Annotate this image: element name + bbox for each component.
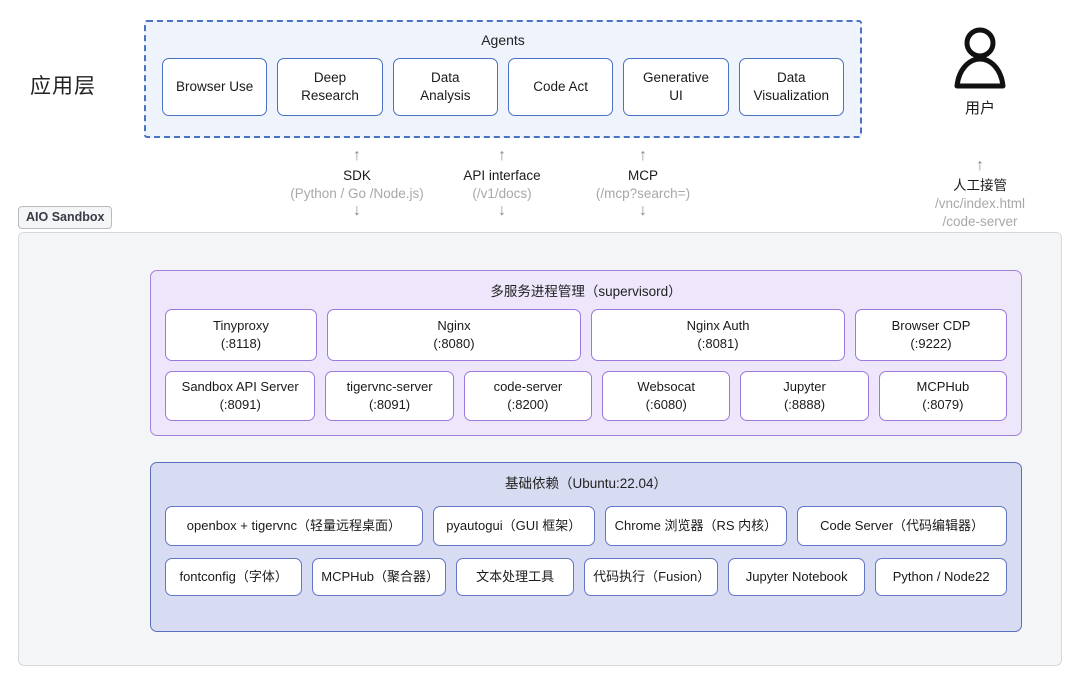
service-cell-label: Tinyproxy (:8118) [213, 318, 269, 351]
base-panel-title: 基础依赖（Ubuntu:22.04） [504, 476, 668, 491]
arrow-down-icon: ↓ [498, 202, 506, 220]
service-layer-panel: 多服务进程管理（supervisord） Tinyproxy (:8118) Ng… [150, 270, 1022, 436]
base-cell-label: pyautogui（GUI 框架） [446, 518, 582, 534]
agent-box-label: Generative UI [642, 69, 709, 103]
service-cell-label: tigervnc-server (:8091) [346, 379, 433, 412]
sandbox-badge: AIO Sandbox [18, 206, 113, 229]
agent-box[interactable]: Data Analysis [392, 58, 498, 116]
service-cell[interactable]: Browser CDP (:9222) [855, 309, 1007, 361]
service-cell-label: Nginx Auth (:8081) [686, 318, 750, 351]
service-cell[interactable]: tigervnc-server (:8091) [325, 371, 454, 421]
service-cell[interactable]: Nginx (:8080) [326, 309, 581, 361]
connector-mcp-title: MCP [628, 168, 658, 183]
service-cell-label: Nginx (:8080) [433, 318, 475, 351]
connector-manual-takeover-title: 人工接管 [953, 178, 1007, 193]
base-cell-label: openbox + tigervnc（轻量远程桌面） [186, 518, 402, 534]
base-cell[interactable]: Chrome 浏览器（RS 内核） [604, 506, 788, 546]
service-cell-label: Websocat (:6080) [637, 379, 695, 412]
service-cell-label: code-server (:8200) [493, 379, 563, 412]
service-cell[interactable]: Nginx Auth (:8081) [591, 309, 846, 361]
service-cell-label: Browser CDP (:9222) [891, 318, 971, 351]
service-cell-label: MCPHub (:8079) [916, 379, 970, 412]
base-cell[interactable]: Code Server（代码编辑器） [797, 506, 1007, 546]
agent-box-label: Data Visualization [753, 69, 830, 103]
base-cell-label: Chrome 浏览器（RS 内核） [614, 518, 778, 534]
connector-manual-takeover: ↑ 人工接管 /vnc/index.html /code-server ↓ [840, 158, 1080, 248]
user-block: 用户 [900, 26, 1060, 118]
agent-box[interactable]: Generative UI [623, 58, 729, 116]
connector-mcp-subtitle: (/mcp?search=) [595, 186, 691, 202]
arrow-up-icon: ↑ [976, 157, 984, 174]
base-cell[interactable]: 代码执行（Fusion） [584, 558, 719, 596]
base-cell[interactable]: fontconfig（字体） [165, 558, 303, 596]
connector-api-subtitle: (/v1/docs) [472, 186, 532, 202]
agent-box-label: Data Analysis [420, 69, 471, 103]
agent-box-label: Browser Use [176, 78, 254, 94]
connector-api-title: API interface [463, 168, 541, 183]
base-cell-label: MCPHub（聚合器） [321, 569, 440, 585]
base-cell[interactable]: Jupyter Notebook [728, 558, 866, 596]
arrow-up-icon: ↑ [639, 147, 647, 164]
base-cell[interactable]: Python / Node22 [875, 558, 1007, 596]
service-row-1: Tinyproxy (:8118) Nginx (:8080) Nginx Auth… [151, 309, 1021, 361]
arrow-up-icon: ↑ [498, 147, 506, 164]
base-cell[interactable]: openbox + tigervnc（轻量远程桌面） [165, 506, 423, 546]
service-cell-label: Jupyter (:8888) [783, 379, 826, 412]
base-cell-label: Python / Node22 [892, 569, 990, 585]
arrow-down-icon: ↓ [353, 202, 361, 220]
service-row-2: Sandbox API Server (:8091) tigervnc-serve… [151, 371, 1021, 421]
service-panel-title: 多服务进程管理（supervisord） [490, 284, 682, 299]
agent-box-label: Deep Research [301, 69, 359, 103]
base-cell-label: 代码执行（Fusion） [593, 569, 711, 585]
base-layer-panel: 基础依赖（Ubuntu:22.04） openbox + tigervnc（轻量… [150, 462, 1022, 632]
base-cell-label: 文本处理工具 [476, 569, 555, 585]
base-cell-label: fontconfig（字体） [179, 569, 288, 585]
agents-row: Browser Use Deep Research Data Analysis Cod… [162, 58, 844, 116]
connector-sdk-subtitle: (Python / Go /Node.js) [290, 186, 424, 202]
service-cell[interactable]: code-server (:8200) [463, 371, 593, 421]
agent-box[interactable]: Data Visualization [738, 58, 844, 116]
base-row-2: fontconfig（字体） MCPHub（聚合器） 文本处理工具 代码执行（Fusi… [151, 558, 1021, 596]
base-cell-label: Jupyter Notebook [745, 569, 848, 585]
user-caption: 用户 [964, 100, 995, 117]
connector-manual-takeover-subtitle: /vnc/index.html /code-server [934, 196, 1026, 229]
service-cell-label: Sandbox API Server (:8091) [181, 379, 299, 412]
service-cell[interactable]: Websocat (:6080) [602, 371, 731, 421]
connector-sdk: ↑ SDK (Python / Go /Node.js) ↓ [257, 148, 457, 221]
agent-box[interactable]: Code Act [507, 58, 614, 116]
user-person-icon [900, 26, 1060, 95]
connector-mcp: ↑ MCP (/mcp?search=) ↓ [543, 148, 743, 221]
agents-panel-title: Agents [481, 32, 525, 48]
base-row-1: openbox + tigervnc（轻量远程桌面） pyautogui（GUI … [151, 506, 1021, 546]
service-cell[interactable]: Sandbox API Server (:8091) [165, 371, 316, 421]
agents-panel: Agents Browser Use Deep Research Data Anal… [144, 20, 862, 138]
base-cell[interactable]: 文本处理工具 [456, 558, 575, 596]
connector-sdk-title: SDK [343, 168, 371, 183]
connector-api: ↑ API interface (/v1/docs) ↓ [402, 148, 602, 221]
agent-box[interactable]: Browser Use [162, 58, 268, 116]
agent-box[interactable]: Deep Research [277, 58, 383, 116]
service-cell[interactable]: MCPHub (:8079) [878, 371, 1008, 421]
service-cell[interactable]: Tinyproxy (:8118) [165, 309, 317, 361]
base-cell[interactable]: pyautogui（GUI 框架） [432, 506, 595, 546]
arrow-down-icon: ↓ [639, 202, 647, 220]
service-cell[interactable]: Jupyter (:8888) [740, 371, 869, 421]
agent-box-label: Code Act [533, 78, 589, 94]
layer-label-application: 应用层 [30, 75, 96, 98]
base-cell[interactable]: MCPHub（聚合器） [312, 558, 447, 596]
arrow-up-icon: ↑ [353, 147, 361, 164]
base-cell-label: Code Server（代码编辑器） [820, 518, 985, 534]
